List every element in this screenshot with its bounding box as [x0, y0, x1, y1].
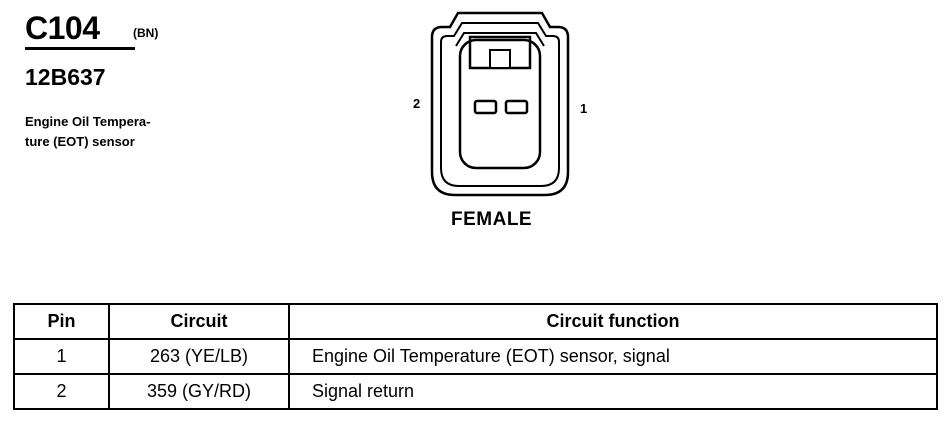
description-line-2: ture (EOT) sensor	[25, 134, 135, 149]
cell-circuit: 359 (GY/RD)	[108, 373, 290, 410]
header-pin: Pin	[13, 303, 110, 340]
connector-inner-housing	[440, 22, 560, 187]
connector-pin-cavity-block	[458, 38, 542, 170]
connector-gender-label: FEMALE	[451, 209, 533, 230]
cell-function: Signal return	[288, 373, 938, 410]
cell-pin: 1	[13, 338, 110, 375]
pin-table: Pin Circuit Circuit function 1 263 (YE/L…	[13, 303, 938, 410]
connector-key-slot	[489, 49, 511, 69]
header-circuit: Circuit	[108, 303, 290, 340]
connector-id-underline	[25, 47, 135, 50]
connector-face-diagram	[430, 11, 570, 197]
connector-outer-housing	[430, 11, 570, 197]
part-number: 12B637	[25, 64, 106, 90]
connector-description: Engine Oil Tempera- ture (EOT) sensor	[25, 112, 200, 152]
description-line-1: Engine Oil Tempera-	[25, 114, 151, 129]
connector-id: C104	[25, 10, 100, 46]
connector-color-code: (BN)	[133, 26, 159, 40]
connector-latch-outline	[455, 32, 545, 47]
table-row: 1 263 (YE/LB) Engine Oil Temperature (EO…	[13, 338, 938, 375]
cell-function: Engine Oil Temperature (EOT) sensor, sig…	[288, 338, 938, 375]
cell-circuit: 263 (YE/LB)	[108, 338, 290, 375]
pin-2-label: 2	[413, 96, 421, 111]
table-row: 2 359 (GY/RD) Signal return	[13, 373, 938, 410]
pin-cavity-2	[473, 99, 498, 115]
table-header-row: Pin Circuit Circuit function	[13, 303, 938, 340]
pin-1-label: 1	[580, 101, 588, 116]
cell-pin: 2	[13, 373, 110, 410]
pin-cavity-1	[504, 99, 529, 115]
header-circuit-function: Circuit function	[288, 303, 938, 340]
